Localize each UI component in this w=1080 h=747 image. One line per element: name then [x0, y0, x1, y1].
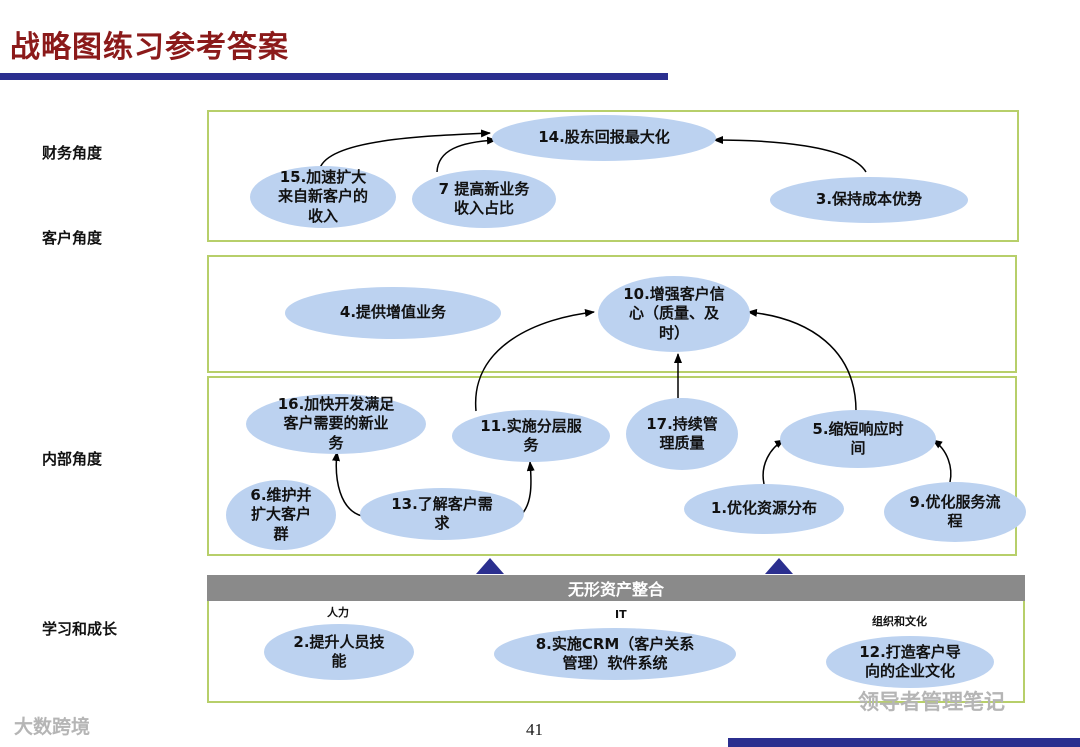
- triangle-right-icon: [765, 558, 793, 574]
- label-customer: 客户角度: [42, 229, 103, 247]
- node-10: 10.增强客户信 心（质量、及 时）: [598, 276, 750, 352]
- watermark-right: 领导者管理笔记: [858, 690, 1005, 714]
- arrow-7-to-14: [436, 136, 497, 173]
- arrow-3-to-14: [713, 136, 867, 173]
- title-underline: [0, 73, 668, 80]
- node-14: 14.股东回报最大化: [492, 115, 716, 161]
- arrow-11-to-10: [475, 309, 595, 412]
- label-internal: 内部角度: [42, 450, 103, 468]
- node-4: 4.提供增值业务: [285, 287, 501, 339]
- arrow-5-to-10: [747, 308, 857, 412]
- node-13: 13.了解客户需 求: [360, 488, 524, 540]
- node-8: 8.实施CRM（客户关系 管理）软件系统: [494, 628, 736, 680]
- node-3: 3.保持成本优势: [770, 177, 968, 223]
- node-2: 2.提升人员技 能: [264, 624, 414, 680]
- node-5: 5.缩短响应时 间: [780, 410, 936, 468]
- node-6: 6.维护并 扩大客户 群: [226, 480, 336, 550]
- column-hr: 人力: [327, 606, 349, 619]
- node-12: 12.打造客户导 向的企业文化: [826, 636, 994, 688]
- watermark-left: 大数跨境: [14, 716, 91, 738]
- arrow-1-to-5: [762, 439, 785, 485]
- column-org: 组织和文化: [872, 615, 927, 628]
- node-9: 9.优化服务流 程: [884, 482, 1026, 542]
- node-15: 15.加速扩大 来自新客户的 收入: [250, 166, 396, 228]
- node-7: 7 提高新业务 收入占比: [412, 170, 556, 228]
- node-16: 16.加快开发满足 客户需要的新业 务: [246, 394, 426, 454]
- label-learning: 学习和成长: [42, 620, 118, 638]
- node-17: 17.持续管 理质量: [626, 398, 738, 470]
- bottom-rule: [728, 738, 1080, 747]
- arrow-13-to-16: [332, 451, 363, 517]
- label-finance: 财务角度: [42, 144, 103, 162]
- page-title: 战略图练习参考答案: [10, 30, 289, 65]
- arrow-15-to-14: [319, 129, 491, 169]
- page-number: 41: [526, 720, 543, 739]
- node-1: 1.优化资源分布: [684, 484, 844, 534]
- intangible-assets-band: 无形资产整合: [207, 575, 1025, 601]
- triangle-left-icon: [476, 558, 504, 574]
- node-11: 11.实施分层服 务: [452, 410, 610, 462]
- arrow-9-to-5: [932, 439, 952, 483]
- column-it: IT: [615, 608, 627, 621]
